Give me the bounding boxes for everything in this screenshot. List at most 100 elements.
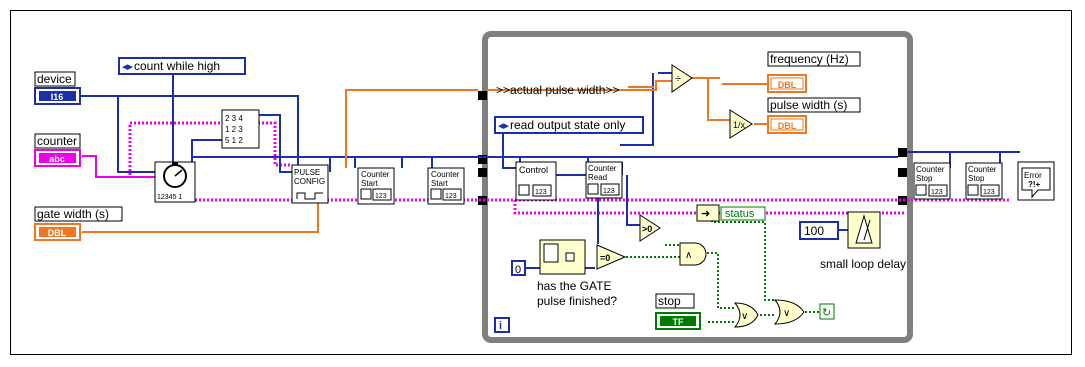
count-mode-constant[interactable]: ◂▸ count while high (118, 57, 246, 75)
counter-icon (532, 184, 552, 197)
loop-tunnel (898, 168, 907, 177)
error-label: Error (1024, 171, 1042, 180)
iteration-label: i (499, 320, 502, 332)
loop-tunnel (478, 91, 487, 100)
small-loop-delay-label: small loop delay (820, 257, 906, 271)
daq-icon (967, 184, 979, 196)
delay-constant[interactable]: 100 (799, 221, 839, 240)
iteration-terminal: i (494, 317, 510, 333)
while-loop-border[interactable] (482, 31, 913, 343)
table-row-text: 5 1 2 (225, 136, 243, 145)
reciprocal-icon: 1/x (733, 120, 746, 130)
gate-width-type: DBL (48, 228, 67, 238)
unbundle-status[interactable]: ➜ status (696, 204, 766, 222)
counter-control[interactable]: counter abc (34, 133, 81, 167)
zero-constant[interactable]: 0 (511, 260, 526, 276)
zero-value: 0 (515, 264, 521, 276)
unbundle-arrow-icon: ➜ (701, 208, 710, 220)
stopwatch-digits: 12345 1 (157, 194, 182, 201)
control-label: Control (519, 165, 548, 175)
equal-zero-icon: =0 (600, 253, 610, 263)
read-mode-constant[interactable]: ◂▸ read output state only (494, 116, 644, 134)
counter-icon (980, 184, 1000, 197)
device-label: device (37, 72, 72, 86)
equal-zero-node[interactable]: =0 (596, 244, 627, 270)
daq-icon (587, 183, 599, 195)
pulse-width-type: DBL (778, 121, 797, 131)
pulse-width-label: pulse width (s) (770, 98, 847, 112)
count-mode-arrows: ◂▸ (122, 61, 134, 73)
array-icon (543, 243, 559, 263)
counter-start-vi-1[interactable]: Counter Start 123 (357, 167, 395, 205)
loop-tunnel (478, 155, 487, 164)
or-icon: ∨ (741, 311, 748, 322)
config-table-constant[interactable]: 2 3 4 1 2 3 5 1 2 (221, 109, 260, 149)
counter-stop-label: Stop (916, 174, 933, 183)
gate-width-control[interactable]: gate width (s) DBL (34, 206, 123, 241)
counter-icon (600, 183, 620, 196)
greater-than-zero-node[interactable]: >0 (639, 214, 661, 242)
reciprocal-node[interactable]: 1/x (729, 109, 753, 139)
read-mode-arrows: ◂▸ (498, 120, 510, 132)
wait-ms-node[interactable] (847, 211, 881, 249)
pulse-config-line2: CONFIG (294, 177, 325, 186)
counter-label: counter (37, 134, 77, 148)
counter-digits: 123 (535, 189, 547, 196)
loop-condition-terminal[interactable]: ↻ (819, 303, 835, 320)
counter-digits: 123 (603, 188, 615, 195)
counter-start-label: Counter (361, 170, 390, 179)
error-symbol-icon: ?!+ (1028, 180, 1041, 189)
counter-stop-label: Counter (916, 165, 945, 174)
pulse-width-wire-label: >>actual pulse width>> (496, 83, 619, 97)
counter-read-label: Counter (588, 164, 617, 173)
loop-tunnel (478, 168, 487, 177)
counter-icon (372, 188, 392, 201)
element-icon (565, 252, 575, 262)
gate-width-label: gate width (s) (37, 207, 109, 221)
counter-stop-label: Stop (968, 174, 985, 183)
counter-stop-vi-2[interactable]: Counter Stop 123 (965, 162, 1003, 200)
daq-icon (518, 184, 530, 196)
counter-digits: 123 (445, 193, 457, 200)
stop-control[interactable]: stop TF (655, 293, 701, 330)
read-mode-label: read output state only (510, 118, 625, 132)
status-label: status (725, 208, 755, 220)
counter-stop-vi-1[interactable]: Counter Stop 123 (913, 162, 951, 200)
count-mode-label: count while high (134, 59, 220, 73)
pulse-waveform-icon (296, 192, 323, 200)
array-index-node[interactable] (539, 239, 586, 275)
error-cluster-wire (128, 121, 1010, 215)
daq-icon (360, 188, 372, 200)
divide-icon: ÷ (675, 73, 681, 85)
counter-icon (928, 184, 948, 197)
or-node-2[interactable]: ∨ (773, 299, 805, 325)
configure-counter-vi[interactable]: 12345 1 (154, 161, 196, 203)
divide-node[interactable]: ÷ (671, 64, 693, 93)
stop-type: TF (673, 317, 684, 327)
frequency-type: DBL (778, 80, 797, 90)
and-icon: ∧ (685, 250, 692, 261)
diagram-frame (10, 10, 1072, 355)
counter-start-label: Start (431, 179, 449, 188)
device-control[interactable]: device I16 (34, 71, 81, 105)
counter-start-vi-2[interactable]: Counter Start 123 (427, 167, 465, 205)
counter-start-label: Start (361, 179, 379, 188)
metronome-icon (855, 214, 873, 244)
string-wire (82, 155, 155, 178)
counter-read-label: Read (588, 173, 607, 182)
and-node[interactable]: ∧ (679, 242, 707, 266)
stop-label: stop (658, 294, 681, 308)
counter-digits: 123 (375, 193, 387, 200)
device-type: I16 (51, 92, 64, 102)
counter-read-vi[interactable]: Counter Read 123 (585, 161, 623, 199)
pulse-config-line1: PULSE (294, 168, 320, 177)
counter-control-vi[interactable]: Control 123 (515, 161, 557, 201)
pulse-config-vi[interactable]: PULSE CONFIG (291, 164, 329, 204)
error-handler-vi[interactable]: Error ?!+ (1017, 161, 1055, 201)
delay-value: 100 (804, 224, 824, 238)
counter-stop-label: Counter (968, 165, 997, 174)
loop-tunnel (898, 196, 907, 205)
or-node-1[interactable]: ∨ (733, 302, 759, 328)
